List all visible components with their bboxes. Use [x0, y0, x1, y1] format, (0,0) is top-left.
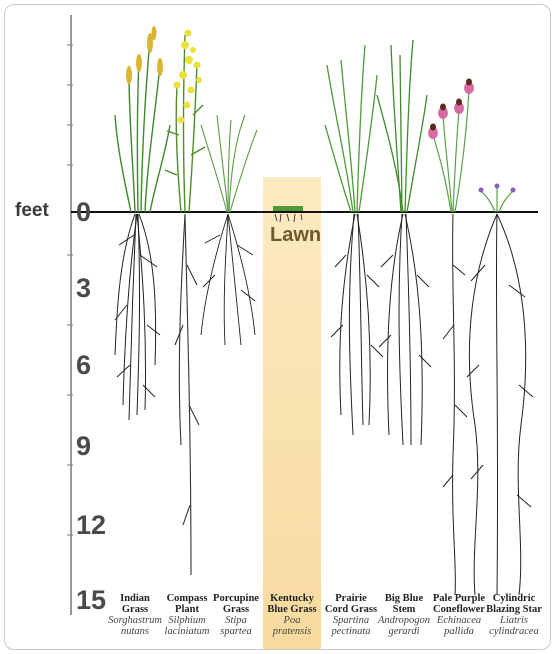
- plant-indian-grass: [115, 26, 170, 420]
- plant-compass-plant: [165, 30, 205, 576]
- label-kentucky-blue-grass: Kentucky Blue Grass Poa pratensis: [261, 593, 323, 637]
- plant-pale-purple-coneflower: [428, 79, 474, 596]
- common-name-line-1: Pale Purple: [428, 593, 490, 604]
- common-name-line-1: Cylindric: [483, 593, 545, 604]
- plant-cylindric-blazing-star: [467, 184, 533, 596]
- plant-prairie-cord-grass: [325, 45, 383, 435]
- latin-name-line-2: pallida: [428, 626, 490, 637]
- latin-name-line-2: pratensis: [261, 626, 323, 637]
- label-cylindric-blazing-star: Cylindric Blazing Star Liatris cylindrac…: [483, 593, 545, 637]
- depth-label-0: 0: [76, 199, 91, 226]
- axis-ticks: [67, 45, 73, 535]
- latin-name-line-2: cylindracea: [483, 626, 545, 637]
- latin-name-line-1: Echinacea: [428, 615, 490, 626]
- latin-name-line-2: spartea: [205, 626, 267, 637]
- plant-porcupine-grass: [201, 115, 257, 345]
- depth-label-15: 15: [76, 587, 106, 614]
- common-name-line-2: Grass: [205, 604, 267, 615]
- latin-name-line-1: Andropogon: [373, 615, 435, 626]
- root-diagram-svg: [5, 5, 550, 649]
- latin-name-line-1: Stipa: [205, 615, 267, 626]
- common-name-line-1: Big Blue: [373, 593, 435, 604]
- lawn-label: Lawn: [270, 224, 321, 247]
- label-big-blue-stem: Big Blue Stem Andropogon gerardi: [373, 593, 435, 637]
- lawn-band: [263, 177, 321, 649]
- latin-name-line-2: gerardi: [373, 626, 435, 637]
- plant-big-blue-stem: [377, 40, 431, 445]
- label-porcupine-grass: Porcupine Grass Stipa spartea: [205, 593, 267, 637]
- label-pale-purple-coneflower: Pale Purple Coneflower Echinacea pallida: [428, 593, 490, 637]
- depth-label-6: 6: [76, 352, 91, 379]
- depth-label-3: 3: [76, 275, 91, 302]
- latin-name-line-1: Poa: [261, 615, 323, 626]
- diagram-frame: feet 0 3 6 9 12 15 Lawn Indian Grass Sor…: [4, 4, 551, 650]
- common-name-line-1: Kentucky: [261, 593, 323, 604]
- latin-name-line-1: Liatris: [483, 615, 545, 626]
- common-name-line-2: Blue Grass: [261, 604, 323, 615]
- common-name-line-2: Stem: [373, 604, 435, 615]
- depth-label-12: 12: [76, 512, 106, 539]
- common-name-line-2: Blazing Star: [483, 604, 545, 615]
- depth-label-9: 9: [76, 433, 91, 460]
- common-name-line-1: Porcupine: [205, 593, 267, 604]
- common-name-line-2: Coneflower: [428, 604, 490, 615]
- axis-unit-label: feet: [15, 200, 49, 222]
